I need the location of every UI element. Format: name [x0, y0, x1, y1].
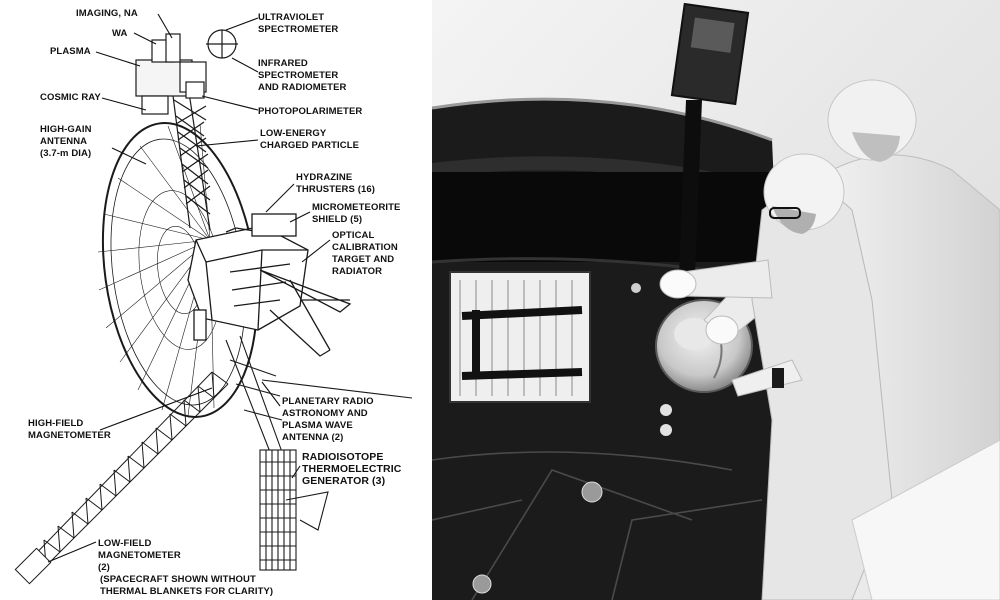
- label-cosmic-ray: COSMIC RAY: [40, 92, 101, 103]
- technician-left: [659, 153, 893, 600]
- label-lfm-line1: LOW-FIELD: [98, 538, 152, 549]
- label-pra-line4: ANTENNA (2): [282, 432, 343, 443]
- label-hfm-line1: HIGH-FIELD: [28, 418, 83, 429]
- thermal-blanket-creases: [432, 451, 763, 600]
- label-hfm-line2: MAGNETOMETER: [28, 430, 111, 441]
- label-hga-line2: ANTENNA: [40, 136, 87, 147]
- label-optcal-line4: RADIATOR: [332, 266, 382, 277]
- label-ir-line2: SPECTROMETER: [258, 70, 338, 81]
- label-note-line1: (SPACECRAFT SHOWN WITHOUT: [100, 574, 256, 585]
- label-micrometeorite-line1: MICROMETEORITE: [312, 202, 400, 213]
- label-pra-line2: ASTRONOMY AND: [282, 408, 368, 419]
- instrument-platform: [670, 2, 750, 106]
- label-hga-line3: (3.7-m DIA): [40, 148, 91, 159]
- leader-lines: [47, 13, 331, 563]
- spacecraft-bus-drawing: [187, 213, 352, 357]
- rtg-drawing: [225, 335, 413, 571]
- label-optcal-line1: OPTICAL: [332, 230, 374, 241]
- magnetometer-boom-drawing: [14, 371, 229, 585]
- label-rtg-line3: GENERATOR (3): [302, 475, 385, 487]
- label-pra-line3: PLASMA WAVE: [282, 420, 353, 431]
- louver-panel: [449, 271, 591, 403]
- spacecraft-diagram: IMAGING, NA WA PLASMA COSMIC RAY HIGH-GA…: [0, 0, 432, 600]
- photo-scene: [432, 0, 1000, 600]
- label-ir-line3: AND RADIOMETER: [258, 82, 347, 93]
- label-imaging: IMAGING, NA: [76, 8, 138, 19]
- spacecraft-line-drawing: IMAGING, NA WA PLASMA COSMIC RAY HIGH-GA…: [14, 8, 413, 597]
- label-hydrazine-line2: THRUSTERS (16): [296, 184, 375, 195]
- label-hga-line1: HIGH-GAIN: [40, 124, 92, 135]
- label-lecp-line1: LOW-ENERGY: [260, 128, 327, 139]
- diagram-labels: IMAGING, NA WA PLASMA COSMIC RAY HIGH-GA…: [28, 8, 402, 597]
- label-optcal-line3: TARGET AND: [332, 254, 394, 265]
- science-boom: [678, 100, 702, 300]
- label-uv-line2: SPECTROMETER: [258, 24, 338, 35]
- science-boom-drawing: [135, 29, 238, 231]
- label-photopolarimeter: PHOTOPOLARIMETER: [258, 106, 362, 117]
- label-pra-line1: PLANETARY RADIO: [282, 396, 374, 407]
- label-rtg-line1: RADIOISOTOPE: [302, 451, 384, 463]
- golden-record-photo: [432, 0, 1000, 600]
- label-lfm-line3: (2): [98, 562, 110, 573]
- label-ir-line1: INFRARED: [258, 58, 308, 69]
- foreground-surface: [851, 439, 1000, 600]
- label-lfm-line2: MAGNETOMETER: [98, 550, 181, 561]
- label-rtg-line2: THERMOELECTRIC: [302, 463, 402, 475]
- label-lecp-line2: CHARGED PARTICLE: [260, 140, 359, 151]
- label-wa: WA: [112, 28, 128, 39]
- label-optcal-line2: CALIBRATION: [332, 242, 398, 253]
- label-micrometeorite-line2: SHIELD (5): [312, 214, 362, 225]
- label-hydrazine-line1: HYDRAZINE: [296, 172, 352, 183]
- label-uv-line1: ULTRAVIOLET: [258, 12, 324, 23]
- connector-fitting: [581, 481, 603, 503]
- label-note-line2: THERMAL BLANKETS FOR CLARITY): [100, 586, 273, 597]
- label-plasma: PLASMA: [50, 46, 91, 57]
